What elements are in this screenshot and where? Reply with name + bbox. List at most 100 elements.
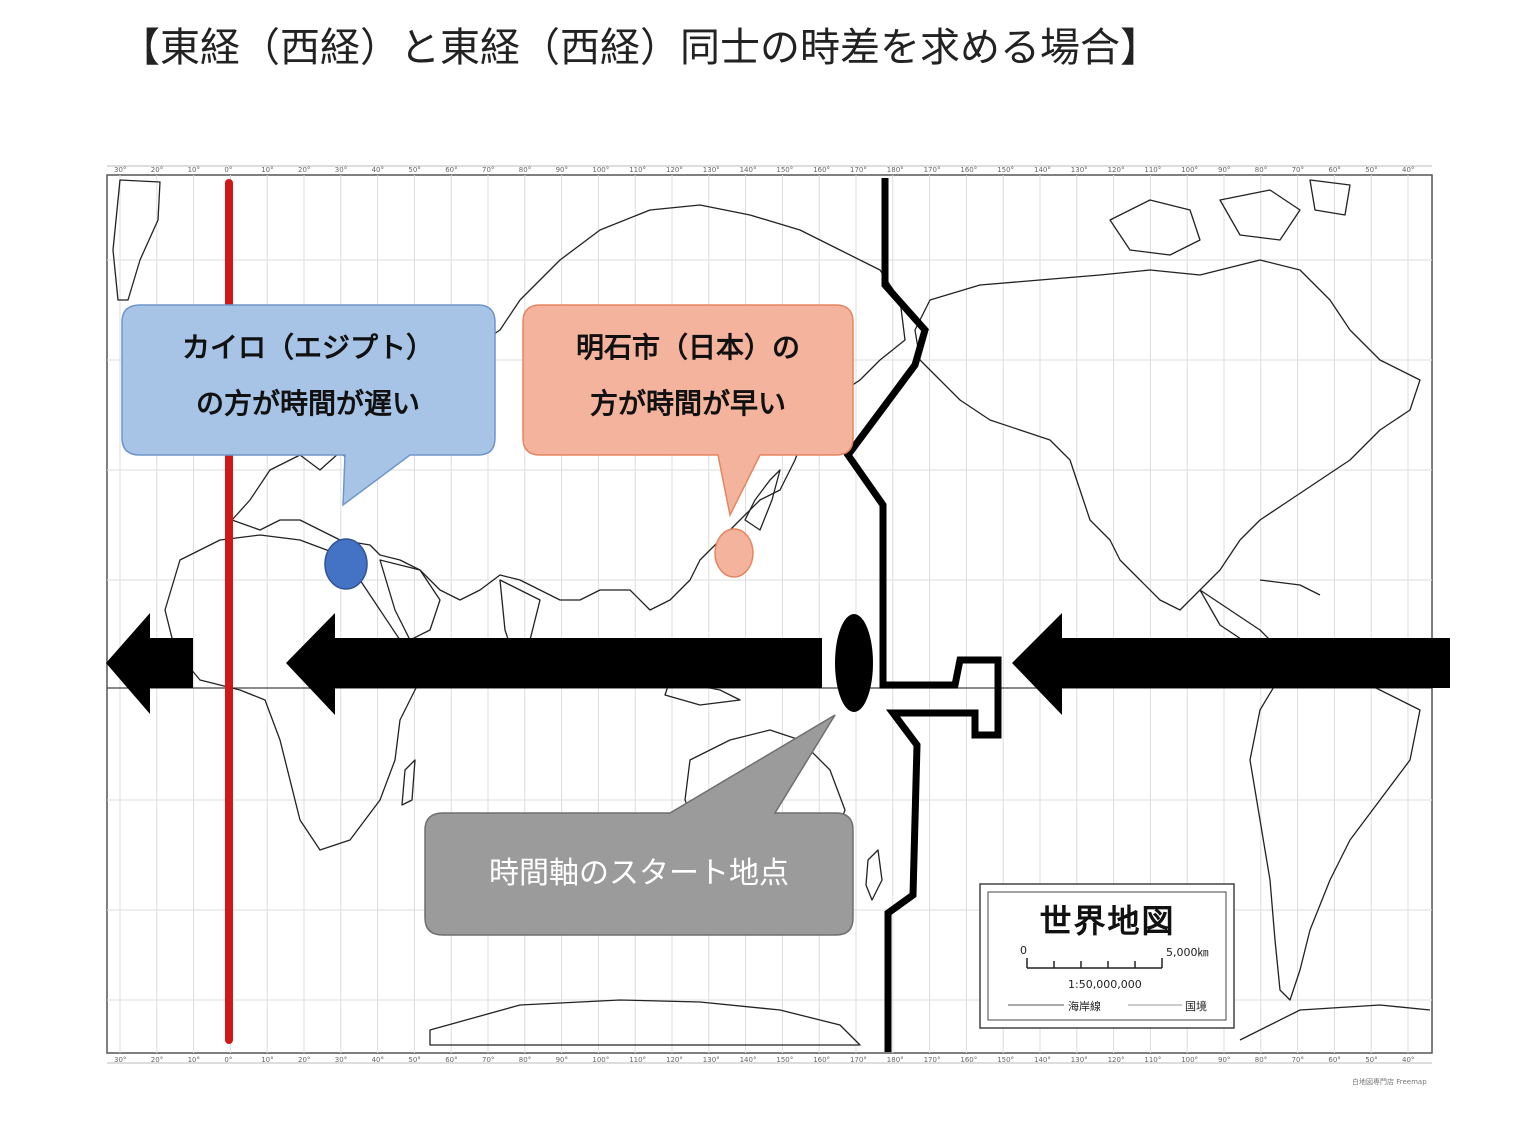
- degree-label: 140°: [739, 1056, 757, 1064]
- legend-scale-zero: 0: [1020, 944, 1027, 957]
- degree-label: 110°: [629, 1056, 647, 1064]
- akashi-callout: 明石市（日本）の 方が時間が早い: [523, 320, 853, 432]
- degree-label: 150°: [776, 1056, 794, 1064]
- degree-label: 160°: [813, 1056, 831, 1064]
- scale-bar: [1026, 958, 1163, 969]
- degree-label: 140°: [1034, 166, 1051, 174]
- degree-label: 0°: [224, 166, 233, 174]
- degree-label: 160°: [960, 166, 978, 174]
- degree-label: 120°: [1107, 166, 1125, 174]
- degree-label: 30°: [114, 1056, 127, 1064]
- degree-label: 80°: [1254, 166, 1268, 174]
- legend-title: 世界地図: [1039, 902, 1176, 940]
- degree-label: 180°: [886, 166, 904, 174]
- westward-arrows: [106, 613, 1450, 715]
- degree-label: 10°: [187, 166, 201, 174]
- degree-label: 90°: [555, 1056, 569, 1064]
- legend-scale-max: 5,000㎞: [1166, 946, 1209, 959]
- cairo-callout-shape: [121, 304, 496, 507]
- degree-label: 170°: [850, 1056, 867, 1064]
- degree-label: 110°: [1144, 1056, 1162, 1064]
- degree-label: 140°: [1034, 1056, 1051, 1064]
- degree-label: 150°: [997, 1056, 1015, 1064]
- degree-label: 50°: [408, 1056, 421, 1064]
- degree-label: 40°: [1402, 166, 1415, 174]
- akashi-callout-line1: 明石市（日本）の: [575, 331, 800, 364]
- degree-label: 20°: [298, 166, 311, 174]
- degree-label: 130°: [702, 1056, 720, 1064]
- degree-label: 180°: [886, 1056, 904, 1064]
- degree-label: 160°: [960, 1056, 978, 1064]
- degree-label: 80°: [1254, 1056, 1268, 1064]
- degree-label: 60°: [445, 1056, 458, 1064]
- degree-label: 0°: [224, 1056, 233, 1064]
- degree-label: 20°: [150, 166, 164, 174]
- degree-label: 100°: [1181, 1056, 1199, 1064]
- degree-label: 10°: [187, 1056, 201, 1064]
- degree-label: 130°: [1070, 1056, 1088, 1064]
- legend-coastline-label: 海岸線: [1068, 1000, 1101, 1013]
- degree-label: 30°: [334, 166, 348, 174]
- degree-label: 170°: [923, 166, 941, 174]
- degree-label: 150°: [997, 166, 1015, 174]
- degree-label: 150°: [776, 166, 794, 174]
- start-callout-text: 時間軸のスタート地点: [489, 856, 789, 891]
- degree-label: 120°: [666, 166, 683, 174]
- cairo-callout-line2: の方が時間が遅い: [195, 387, 420, 420]
- degree-label: 30°: [334, 1056, 348, 1064]
- map-credit: 白地図専門店 Freemap: [1352, 1078, 1427, 1086]
- degree-label: 140°: [739, 166, 757, 174]
- degree-label: 90°: [1218, 166, 1231, 174]
- degree-label: 30°: [114, 166, 127, 174]
- degree-label: 110°: [1144, 166, 1162, 174]
- cairo-callout: カイロ（エジプト） の方が時間が遅い: [122, 320, 494, 432]
- degree-label: 130°: [702, 166, 720, 174]
- degree-label: 100°: [1181, 166, 1199, 174]
- degree-label: 10°: [261, 1056, 274, 1064]
- degree-label: 70°: [482, 1056, 495, 1064]
- degree-label: 170°: [923, 1056, 941, 1064]
- degree-label: 160°: [813, 166, 831, 174]
- arrow-right-side: [1012, 613, 1450, 715]
- degree-label: 110°: [629, 166, 647, 174]
- degree-label: 60°: [1328, 166, 1341, 174]
- degree-label: 90°: [555, 166, 569, 174]
- degree-label: 100°: [592, 166, 610, 174]
- degree-label: 40°: [371, 1056, 385, 1064]
- page-title: 【東経（西経）と東経（西経）同士の時差を求める場合】: [120, 25, 1160, 71]
- start-callout-shape: [424, 714, 854, 936]
- degree-label: 50°: [1365, 1056, 1378, 1064]
- degree-label: 100°: [592, 1056, 610, 1064]
- degree-label: 80°: [518, 166, 532, 174]
- degree-label: 20°: [298, 1056, 311, 1064]
- degree-label: 50°: [408, 166, 421, 174]
- cairo-callout-line1: カイロ（エジプト）: [181, 331, 434, 364]
- akashi-callout-shape: [522, 304, 854, 518]
- degree-label: 90°: [1218, 1056, 1231, 1064]
- legend-box-inner: [987, 891, 1227, 1021]
- degree-label: 50°: [1365, 166, 1378, 174]
- legend-scale-ratio: 1:50,000,000: [1068, 978, 1142, 991]
- degree-label: 120°: [666, 1056, 683, 1064]
- arrow-left-small: [106, 613, 193, 714]
- degree-label: 60°: [445, 166, 458, 174]
- degree-label: 80°: [518, 1056, 532, 1064]
- degree-label: 40°: [1402, 1056, 1415, 1064]
- start-point-marker: [835, 614, 873, 712]
- degree-label: 60°: [1328, 1056, 1341, 1064]
- degree-label: 20°: [150, 1056, 164, 1064]
- degree-label: 70°: [482, 166, 495, 174]
- degree-label: 40°: [371, 166, 385, 174]
- degree-label: 130°: [1070, 166, 1088, 174]
- degree-label: 70°: [1291, 166, 1305, 174]
- degree-label: 170°: [850, 166, 867, 174]
- akashi-marker: [714, 528, 754, 578]
- date-line: [843, 178, 1002, 1052]
- arrow-left-long: [286, 613, 822, 715]
- degree-label: 70°: [1291, 1056, 1305, 1064]
- legend-border-label: 国境: [1185, 1000, 1207, 1013]
- degree-label: 10°: [261, 166, 274, 174]
- cairo-marker: [324, 538, 368, 590]
- akashi-callout-line2: 方が時間が早い: [589, 387, 786, 420]
